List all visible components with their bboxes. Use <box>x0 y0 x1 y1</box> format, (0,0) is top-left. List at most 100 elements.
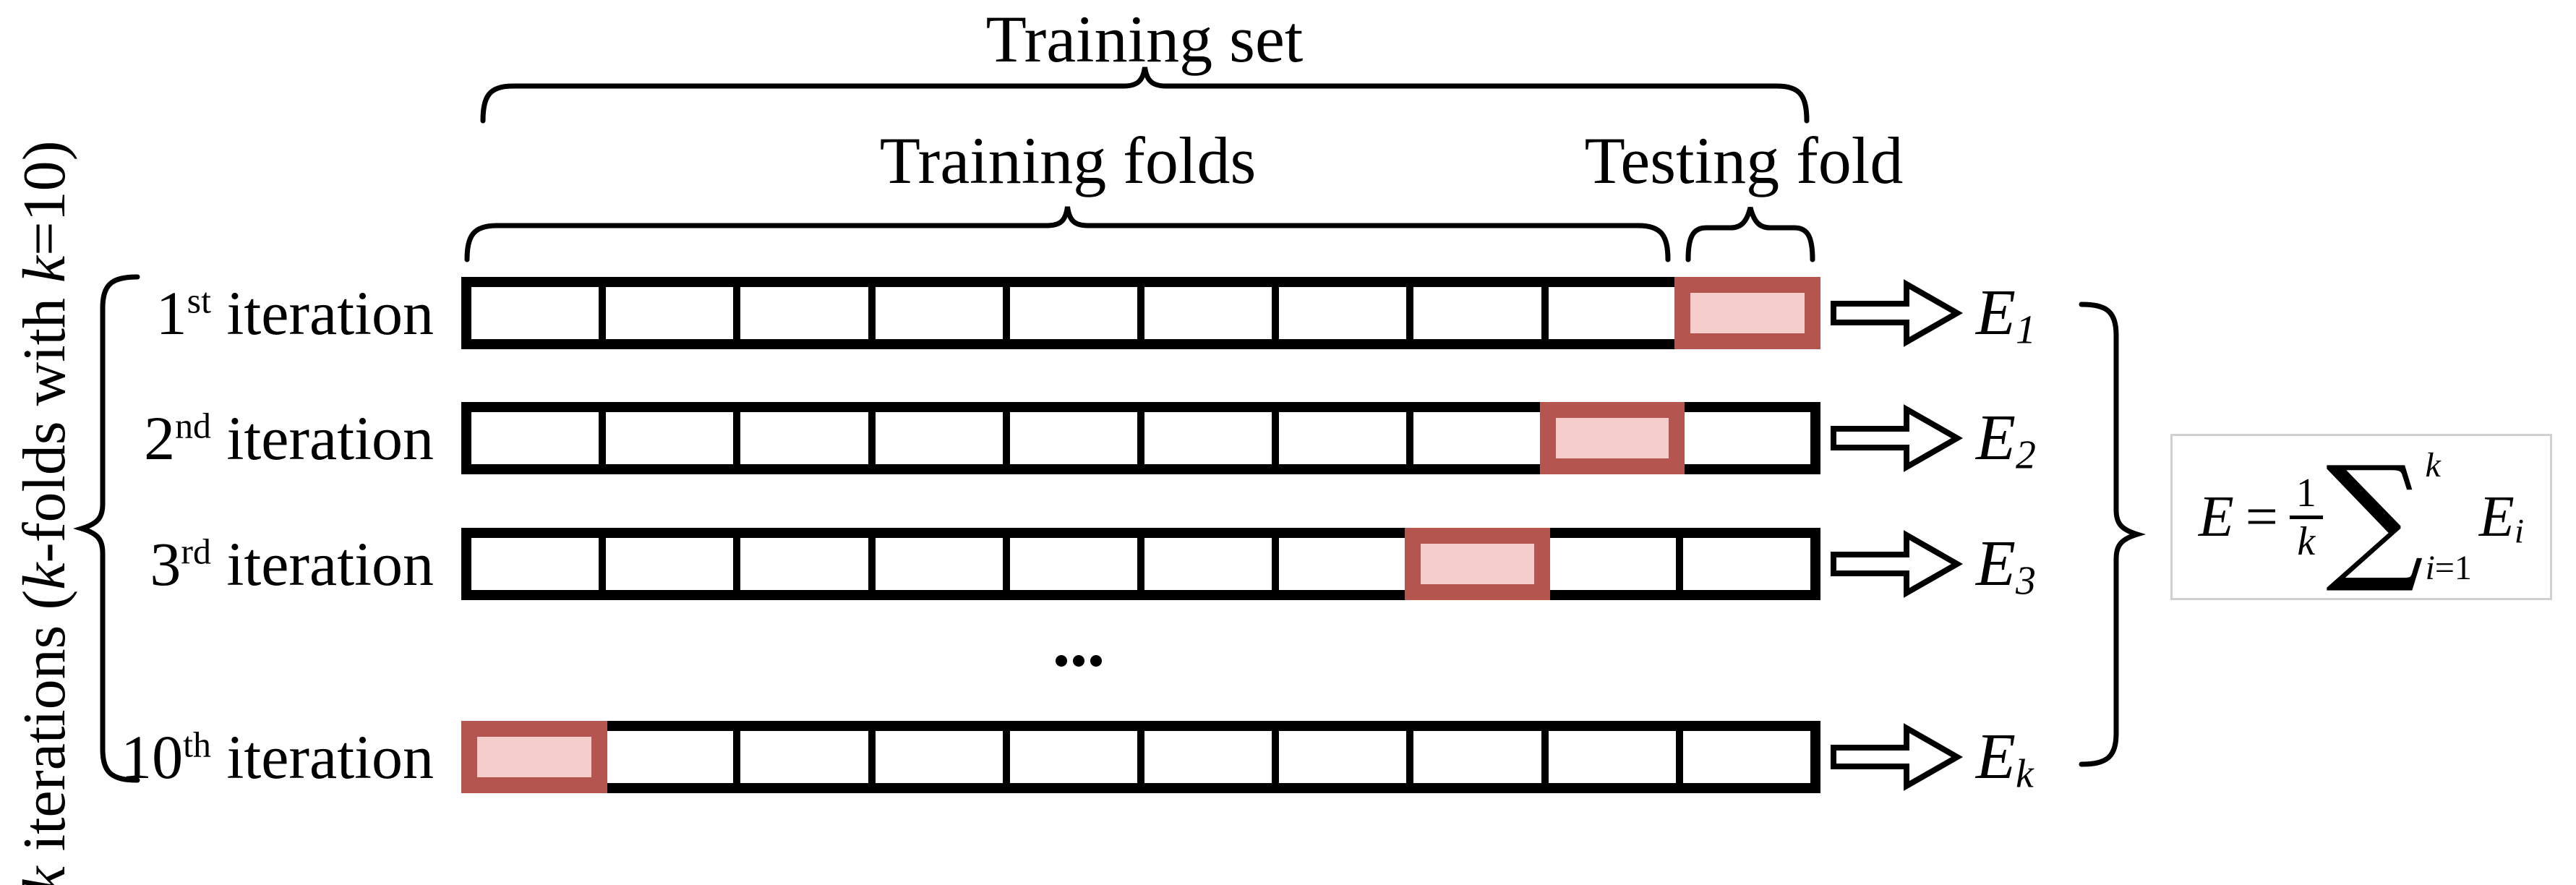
fold-cell <box>606 538 734 590</box>
row-label-ordinal: st <box>187 281 211 321</box>
testing-fold-label: Testing fold <box>1584 124 1904 197</box>
fold-cell <box>875 538 1003 590</box>
block-arrow-icon <box>1831 279 1964 347</box>
testing-fold-fill <box>1690 293 1805 333</box>
formula-equals: = <box>2245 484 2278 549</box>
row-label-text: iteration <box>210 722 434 792</box>
row-label-number: 3 <box>150 529 181 599</box>
fold-cell <box>1009 731 1137 783</box>
testing-fold-brace <box>1685 207 1815 262</box>
fraction-numerator: 1 <box>2295 470 2316 516</box>
fold-cell <box>606 287 734 339</box>
fold-row <box>461 721 1820 793</box>
row-label-text: iteration <box>210 529 434 599</box>
summation-upper-limit: k <box>2425 446 2441 484</box>
error-base: E <box>1976 528 2016 599</box>
fold-cell <box>875 731 1003 783</box>
k-iterations-label-segment: iterations ( <box>11 589 78 867</box>
fold-cell <box>875 287 1003 339</box>
fold-cell <box>471 412 599 464</box>
fraction-bar <box>2289 515 2323 519</box>
k-iterations-label-segment: -folds with <box>11 283 78 563</box>
fold-cell <box>1279 731 1407 783</box>
formula-lhs: E <box>2198 484 2234 549</box>
formula-term: Ei <box>2479 484 2524 550</box>
row-label-ordinal: th <box>183 724 211 765</box>
fold-cell <box>1413 731 1541 783</box>
ellipsis <box>1056 655 1102 667</box>
k-iterations-label-segment: k <box>11 255 78 283</box>
fold-cell <box>740 731 868 783</box>
fold-cell <box>740 412 868 464</box>
fold-row <box>461 528 1820 600</box>
fold-cell <box>471 287 599 339</box>
error-subscript: 2 <box>2015 432 2036 478</box>
testing-fold-fill <box>1421 544 1534 584</box>
lower-limit-variable: i <box>2425 549 2435 587</box>
fold-cell <box>471 538 599 590</box>
fold-cell <box>1682 412 1810 464</box>
fold-cell <box>1279 287 1407 339</box>
fold-row <box>461 277 1820 349</box>
k-iterations-label-segment: k <box>11 563 78 590</box>
lower-limit-value: =1 <box>2434 549 2472 587</box>
fold-row <box>461 402 1820 474</box>
fold-cell <box>1413 412 1541 464</box>
row-label-number: 1 <box>155 278 187 348</box>
error-subscript: 1 <box>2015 307 2036 353</box>
error-label: E2 <box>1976 398 2036 478</box>
testing-fold-cell <box>461 721 608 793</box>
row-label: 2nd iteration <box>101 402 434 474</box>
iterations-brace <box>72 274 140 783</box>
row-label-text: iteration <box>210 403 434 473</box>
row-label-number: 2 <box>144 403 176 473</box>
error-label: E3 <box>1976 524 2036 604</box>
fold-cell <box>875 412 1003 464</box>
testing-fold-fill <box>477 737 592 777</box>
error-label: Ek <box>1976 717 2034 797</box>
fold-cell <box>1144 731 1272 783</box>
fold-cell <box>1548 287 1676 339</box>
testing-fold-cell <box>1405 528 1550 600</box>
fold-cell <box>1009 538 1137 590</box>
fold-cell <box>1548 538 1676 590</box>
error-subscript: k <box>2015 751 2034 797</box>
fold-cell <box>1144 412 1272 464</box>
block-arrow-icon <box>1831 404 1964 472</box>
fold-cell <box>1682 731 1810 783</box>
error-base: E <box>1976 402 2016 474</box>
row-label-number: 10 <box>121 722 184 792</box>
fold-cell <box>1413 287 1541 339</box>
fold-cell <box>1279 538 1407 590</box>
k-iterations-label-segment: k <box>11 866 78 885</box>
summation-symbol: ∑ <box>2325 437 2424 597</box>
fraction-denominator: k <box>2297 518 2316 564</box>
testing-fold-cell <box>1539 402 1685 474</box>
row-label: 3rd iteration <box>101 528 434 600</box>
ellipsis-dot <box>1073 655 1084 667</box>
error-base: E <box>1976 721 2016 792</box>
term-base: E <box>2478 484 2515 549</box>
fold-cell <box>740 538 868 590</box>
ellipsis-dot <box>1090 655 1102 667</box>
training-set-label: Training set <box>985 2 1304 76</box>
block-arrow-icon <box>1831 723 1964 791</box>
k-iterations-label-segment: =10) <box>11 140 78 256</box>
row-label-text: iteration <box>210 278 434 348</box>
error-subscript: 3 <box>2015 558 2036 604</box>
formula-fraction: 1 k <box>2289 470 2323 564</box>
block-arrow-icon <box>1831 530 1964 598</box>
term-subscript: i <box>2514 512 2525 551</box>
error-label: E1 <box>1976 273 2036 353</box>
summation-lower-limit: i=1 <box>2426 551 2472 586</box>
summation: ∑ k i=1 <box>2326 448 2472 586</box>
fold-cell <box>1009 412 1137 464</box>
fold-cell <box>1548 731 1676 783</box>
results-brace <box>2079 302 2147 767</box>
row-label: 1st iteration <box>101 277 434 349</box>
fold-cell <box>740 287 868 339</box>
fold-cell <box>606 412 734 464</box>
fold-cell <box>1279 412 1407 464</box>
testing-fold-cell <box>1674 277 1820 349</box>
